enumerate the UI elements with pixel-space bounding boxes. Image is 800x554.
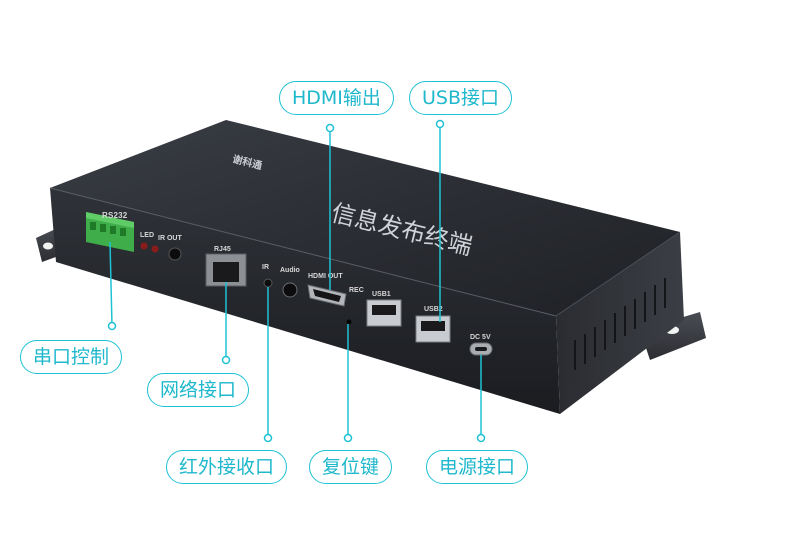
device-front-panel	[50, 188, 560, 414]
label-rec: REC	[349, 287, 364, 294]
callout-hdmi-output: HDMI输出	[279, 81, 394, 115]
reset-pinhole	[346, 319, 352, 325]
callout-usb-ports: USB接口	[409, 81, 513, 115]
ir-out-jack	[168, 247, 182, 261]
callout-power-port: 电源接口	[426, 450, 529, 484]
label-usb2: USB2	[424, 306, 443, 313]
label-hdmi-out: HDMI OUT	[308, 273, 343, 280]
label-ir: IR	[262, 264, 269, 271]
usb2-port	[415, 315, 451, 343]
device-side-panel	[556, 232, 684, 414]
label-led: LED	[140, 232, 154, 239]
device-top-panel	[50, 120, 680, 316]
rs232-terminal	[86, 212, 134, 252]
callout-network-port: 网络接口	[147, 373, 250, 407]
led-indicator-2	[151, 245, 159, 253]
label-ir-out: IR OUT	[158, 235, 182, 242]
side-vents	[574, 278, 666, 370]
leader-lines	[109, 124, 482, 438]
usb1-port	[366, 299, 402, 327]
rj45-port	[205, 253, 247, 287]
led-indicator-1	[140, 242, 148, 250]
mount-hole-left	[43, 242, 53, 250]
label-usb1: USB1	[372, 291, 391, 298]
ir-receiver	[263, 278, 273, 288]
dc-power-port	[469, 342, 493, 356]
hdmi-port	[307, 284, 347, 307]
label-dc-5v: DC 5V	[470, 334, 491, 341]
label-rs232: RS232	[102, 211, 128, 220]
audio-jack	[282, 282, 298, 298]
leader-dots	[107, 119, 486, 443]
callout-ir-receiver: 红外接收口	[166, 450, 288, 484]
callout-reset-button: 复位键	[309, 450, 393, 484]
label-audio: Audio	[280, 267, 300, 274]
label-rj45: RJ45	[214, 246, 231, 253]
callout-serial-control: 串口控制	[20, 340, 123, 374]
